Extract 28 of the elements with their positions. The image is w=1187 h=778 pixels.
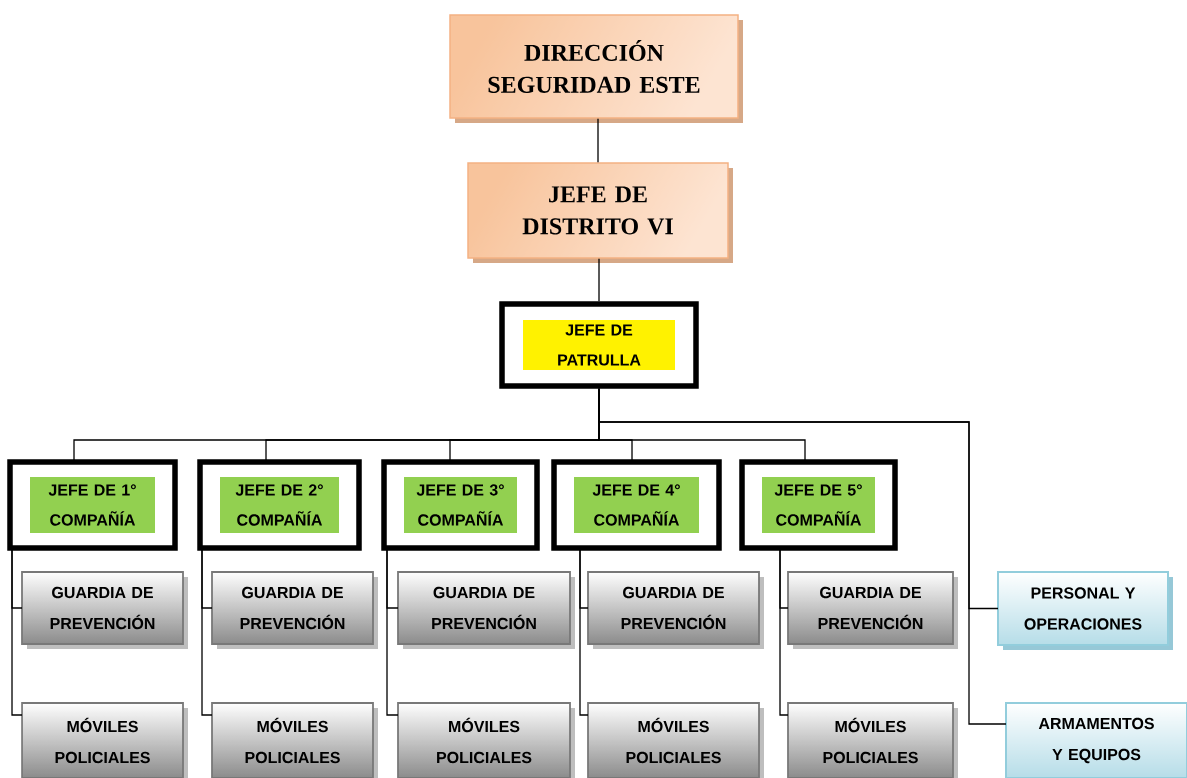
title-box: JEFE DE DISTRITO VI: [467, 162, 733, 263]
unit-box: MÓVILES POLICIALES: [587, 702, 764, 778]
unit-box: GUARDIA DE PREVENCIÓN: [397, 571, 575, 649]
unit-box: MÓVILES POLICIALES: [787, 702, 958, 778]
unit-box: MÓVILES POLICIALES: [397, 702, 575, 778]
connector-line: [386, 547, 399, 716]
connector-line: [597, 118, 599, 163]
unit-box: GUARDIA DE PREVENCIÓN: [211, 571, 378, 649]
connector-line: [779, 547, 789, 716]
staff-box: PERSONAL Y OPERACIONES: [997, 571, 1173, 650]
staff-box: ARMAMENTOS Y EQUIPOS: [1005, 702, 1187, 778]
chief-box: JEFE DE PATRULLA: [499, 301, 699, 389]
connector-line: [11, 547, 23, 716]
chief-box: JEFE DE 5° COMPAÑÍA: [739, 459, 898, 551]
chief-box: JEFE DE 2° COMPAÑÍA: [197, 459, 362, 551]
connector-line: [579, 547, 589, 716]
unit-box: GUARDIA DE PREVENCIÓN: [21, 571, 188, 649]
connector-line: [598, 388, 1007, 725]
chief-box: JEFE DE 4° COMPAÑÍA: [551, 459, 722, 551]
connector-line: [598, 258, 600, 302]
connector-line: [201, 547, 213, 716]
unit-box: MÓVILES POLICIALES: [211, 702, 378, 778]
chief-box: JEFE DE 1° COMPAÑÍA: [7, 459, 178, 551]
unit-box: GUARDIA DE PREVENCIÓN: [587, 571, 764, 649]
unit-box: MÓVILES POLICIALES: [21, 702, 188, 778]
unit-box: GUARDIA DE PREVENCIÓN: [787, 571, 958, 649]
chief-box: JEFE DE 3° COMPAÑÍA: [381, 459, 540, 551]
title-box: DIRECCIÓN SEGURIDAD ESTE: [449, 14, 743, 123]
